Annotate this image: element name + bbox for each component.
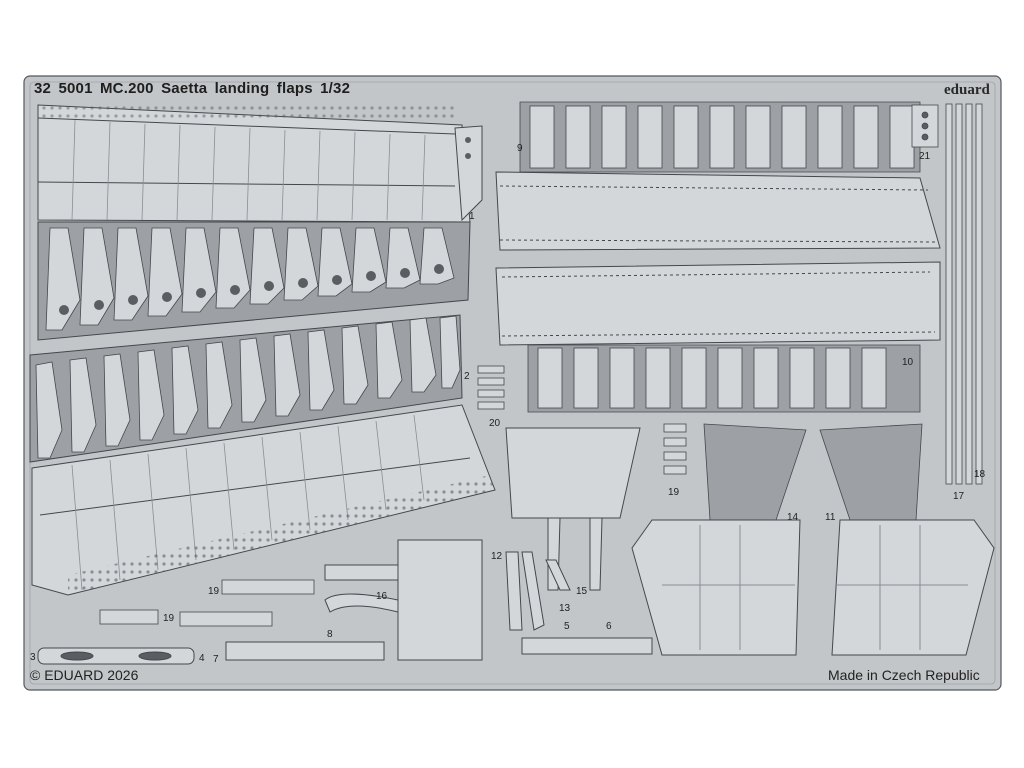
part-7-8-bar [225, 641, 385, 661]
part-16-box [324, 539, 483, 661]
part-number: 6 [606, 621, 612, 632]
part-12-13-15 [505, 551, 571, 631]
part-number: 17 [953, 491, 965, 502]
part-1-lightening-holes-upper [59, 264, 444, 315]
part-number: 16 [376, 591, 388, 602]
brand-logo: eduard [944, 82, 990, 98]
part-number: 3 [30, 652, 36, 663]
part-1-flap-upper [37, 104, 471, 223]
part-number: 14 [787, 512, 799, 523]
part-number: 19 [208, 586, 220, 597]
part-number: 10 [902, 357, 914, 368]
fret-title: 32 5001 MC.200 Saetta landing flaps 1/32 [34, 80, 351, 97]
part-number: 19 [668, 487, 680, 498]
part-number: 7 [213, 654, 219, 665]
part-number: 20 [489, 418, 501, 429]
part-14-flap [631, 519, 801, 656]
part-number: 5 [564, 621, 570, 632]
part-number: 11 [825, 512, 836, 523]
part-number: 12 [491, 551, 503, 562]
part-19-brackets-lower [99, 579, 315, 627]
part-number: 9 [517, 143, 523, 154]
part-1-rib-tabs-upper [45, 227, 455, 331]
part-2-brackets [477, 365, 505, 410]
part-number: 8 [327, 629, 333, 640]
part-3-4-bar [37, 647, 195, 665]
part-17-18-strips [945, 103, 983, 485]
part-number: 4 [199, 653, 205, 664]
part-21-brackets [911, 104, 939, 148]
part-number: 1 [469, 211, 475, 222]
part-lower-left-flap [31, 404, 496, 596]
part-1-end-tab [454, 125, 483, 222]
part-number: 13 [559, 603, 571, 614]
copyright-text: © EDUARD 2026 [30, 667, 139, 683]
part-19-brackets-center [663, 423, 687, 475]
part-number: 19 [163, 613, 175, 624]
part-number: 15 [576, 586, 588, 597]
part-5-6-bar [521, 637, 653, 655]
part-9-rib-tab-slots [529, 105, 915, 169]
part-number: 2 [464, 371, 470, 382]
part-center-box [505, 427, 641, 591]
part-number: 18 [974, 469, 986, 480]
part-lower-left-rib-tabs [35, 315, 461, 459]
part-10-rib-tab-slots [537, 347, 887, 409]
part-10-flap [495, 261, 941, 346]
part-11-flap [831, 519, 995, 656]
origin-text: Made in Czech Republic [828, 667, 980, 683]
part-number: 21 [919, 151, 931, 162]
part-9-flap [495, 171, 941, 251]
